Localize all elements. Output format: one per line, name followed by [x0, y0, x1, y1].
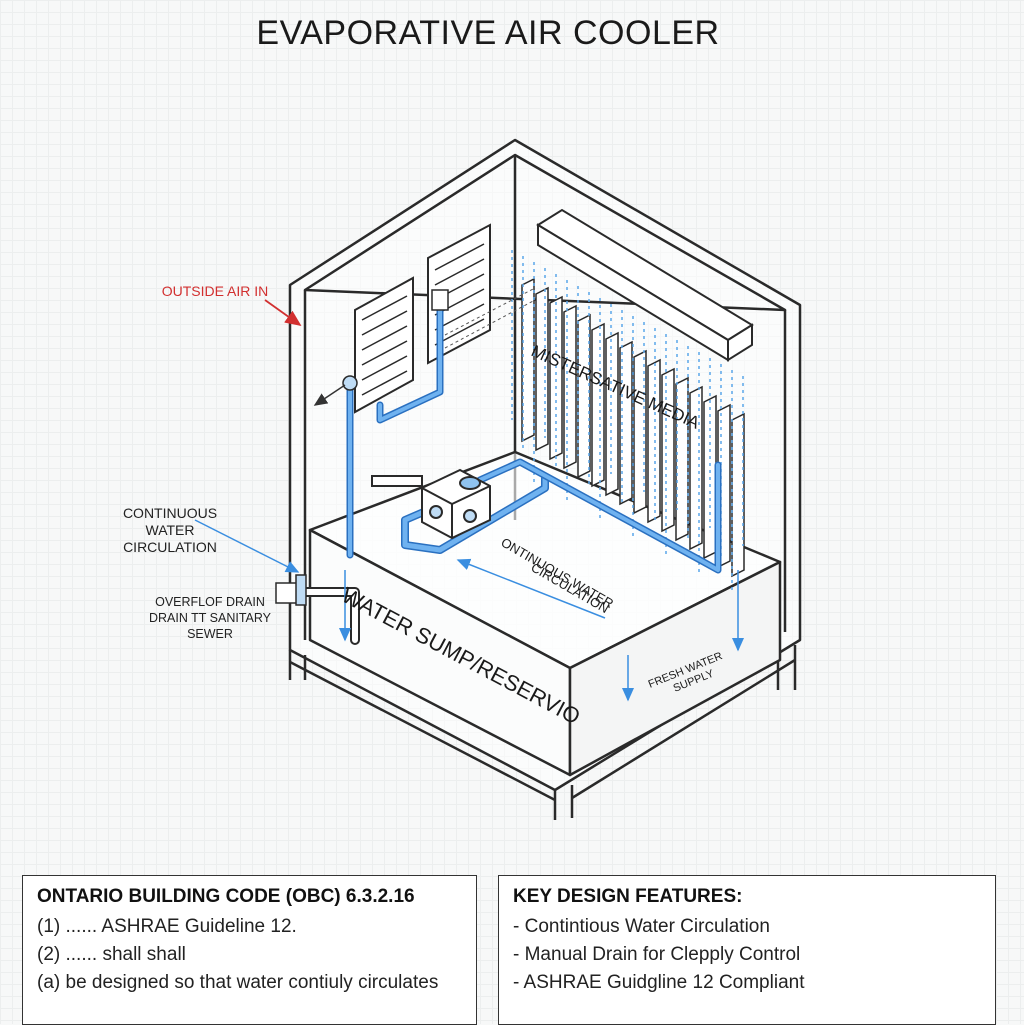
key-features-box: KEY DESIGN FEATURES: - Contintious Water…: [498, 875, 996, 1025]
media-pad: [563, 304, 577, 470]
circulation-pump: [371, 468, 491, 540]
media-pad: [633, 349, 647, 515]
dashed-guides: [444, 287, 536, 349]
overflow-drain-label: OVERFLOF DRAIN DRAIN TT SANITARY SEWER: [148, 595, 271, 641]
cooler-diagram: MISTERSATIVE MEDIA ONTINUOUS WATER CIRCU…: [194, 138, 802, 820]
water-pipes: [295, 296, 722, 645]
media-pad: [731, 412, 745, 578]
feature-item-1: - Contintious Water Circulation: [513, 916, 770, 937]
continuous-circulation-label: CONTINUOUS WATER CIRCULATION: [122, 505, 218, 555]
obc-line-2: (2) ...... shall shall: [37, 944, 186, 965]
obc-line-3: (a) be designed so that water contiuly c…: [37, 972, 439, 993]
media-pad: [661, 367, 675, 533]
feature-item-2: - Manual Drain for Clepply Control: [513, 944, 801, 965]
mist-header-bar: [536, 208, 754, 362]
features-heading: KEY DESIGN FEATURES:: [513, 886, 743, 907]
feature-item-3: - ASHRAE Guidgline 12 Compliant: [513, 972, 805, 993]
obc-line-1: (1) ...... ASHRAE Guideline 12.: [37, 916, 297, 937]
media-pad: [675, 376, 689, 542]
outside-air-in-label: OUTSIDE AIR IN: [161, 283, 269, 299]
media-pad: [647, 358, 661, 524]
media-pad: [591, 322, 605, 488]
flow-arrows: [194, 299, 744, 702]
media-pad: [577, 313, 591, 479]
pipe-fittings: [275, 289, 449, 606]
media-pad: [549, 295, 563, 461]
media-pad: [619, 340, 633, 506]
obc-code-box: ONTARIO BUILDING CODE (OBC) 6.3.2.16 (1)…: [22, 875, 477, 1025]
media-pad: [605, 331, 619, 497]
media-pad: [521, 277, 535, 443]
media-pad: [535, 286, 549, 452]
page-title: EVAPORATIVE AIR COOLER: [256, 14, 720, 52]
obc-heading: ONTARIO BUILDING CODE (OBC) 6.3.2.16: [37, 886, 415, 907]
